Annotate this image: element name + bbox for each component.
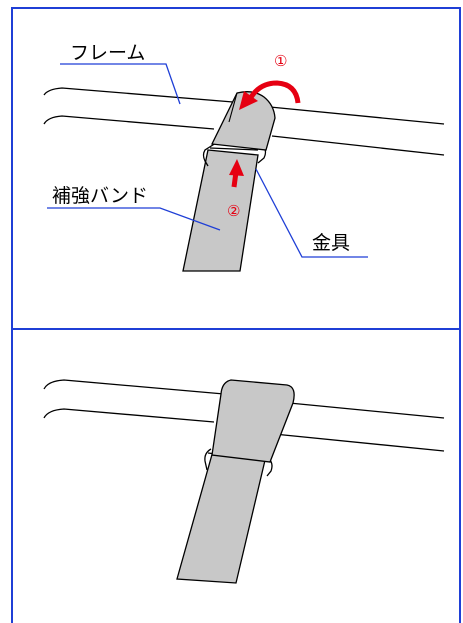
- top-panel: ① ② フレーム 補強バンド 金具: [43, 42, 445, 272]
- bottom-panel: [43, 379, 445, 584]
- band-label: 補強バンド: [52, 185, 148, 207]
- step2-arrow: [229, 159, 244, 188]
- band-fold-edge: [228, 92, 238, 123]
- step1-marker: ①: [274, 52, 287, 70]
- frame-leader: [60, 63, 181, 105]
- frame-bar: [43, 87, 445, 156]
- band-loop-2: [211, 379, 295, 463]
- frame-label: フレーム: [70, 42, 145, 64]
- reinforcement-band-2: [176, 450, 267, 584]
- bottom-panel-border: [11, 328, 461, 623]
- frame-bar-2: [43, 379, 445, 452]
- band-loop: [211, 91, 276, 151]
- step2-marker: ②: [227, 202, 240, 220]
- bracket-leader: [255, 168, 368, 258]
- step1-arrow: [239, 80, 301, 110]
- reinforcement-band: [182, 149, 259, 272]
- bracket-label: 金具: [312, 232, 350, 254]
- band-leader: [47, 207, 221, 231]
